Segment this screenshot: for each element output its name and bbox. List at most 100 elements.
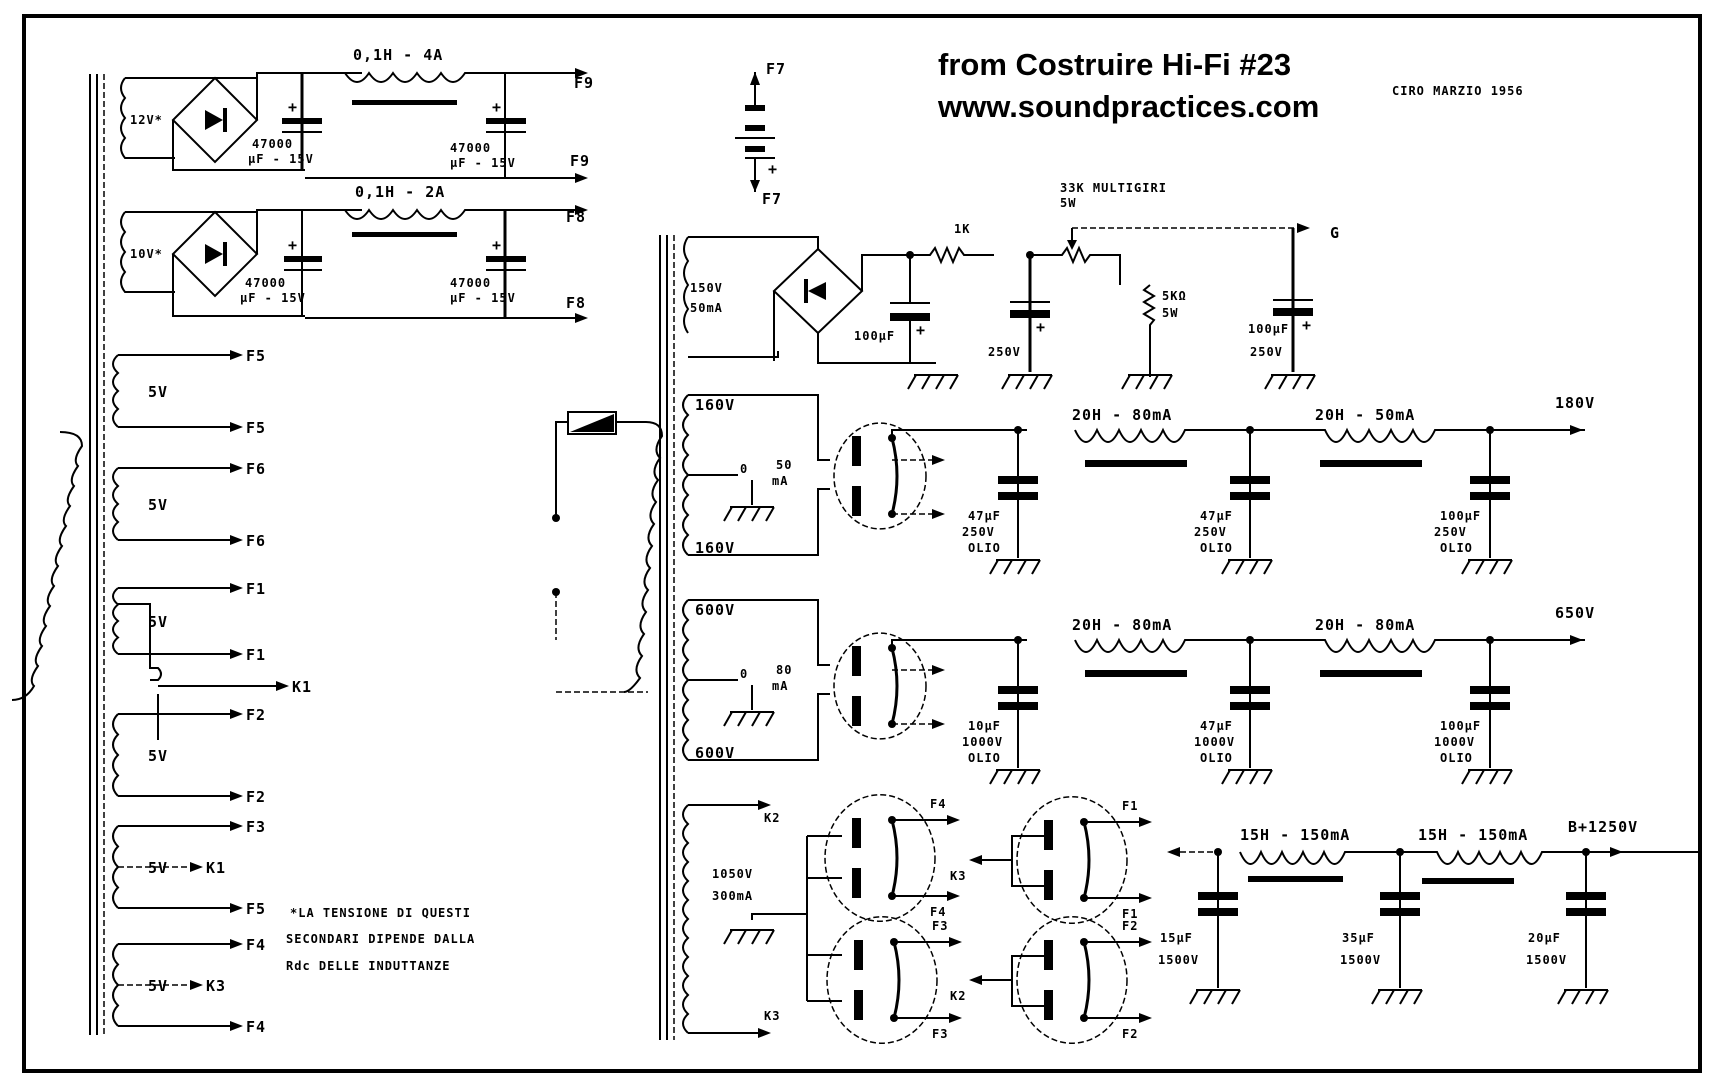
winding-bottom-label: 160V	[695, 539, 735, 557]
battery-top-label: F7	[766, 60, 786, 78]
anode	[852, 486, 861, 516]
arrow-icon	[230, 649, 243, 659]
heater-tap: F5	[246, 347, 266, 365]
ground-icon	[1189, 989, 1241, 1005]
hv-current: 300mA	[712, 889, 753, 903]
cap-type: OLIO	[1200, 751, 1233, 765]
tube-envelope	[833, 422, 927, 530]
ground-icon	[1121, 374, 1173, 390]
resistor-5k	[1142, 284, 1156, 377]
arrow-icon	[1139, 817, 1152, 827]
heater-voltage: 5V	[148, 496, 168, 514]
tube-fil-label: F3	[932, 919, 948, 933]
svg-text:+: +	[492, 98, 502, 116]
resistor-1k	[910, 245, 994, 265]
ground-icon	[1557, 989, 1609, 1005]
tube-fil-label: F4	[930, 905, 946, 919]
choke1-label: 20H - 80mA	[1072, 406, 1172, 424]
output-f9-neg: F9	[570, 152, 590, 170]
cap-voltage: 1500V	[1526, 953, 1567, 967]
anode	[1044, 870, 1053, 900]
cap-voltage: 250V	[1434, 525, 1467, 539]
heater-tap: F5	[246, 900, 266, 918]
arrow-icon	[230, 463, 243, 473]
tube-fil-label: F1	[1122, 907, 1138, 921]
filament	[890, 437, 899, 515]
svg-text:47000: 47000	[245, 276, 286, 290]
filament	[892, 941, 901, 1019]
cap-value: 47μF	[1200, 719, 1233, 733]
ct-label: K3	[206, 977, 226, 995]
ground-icon	[723, 929, 775, 945]
svg-text:μF - 15V: μF - 15V	[450, 291, 516, 305]
switch-contact-a	[552, 514, 560, 522]
svg-text:0: 0	[740, 667, 748, 681]
ground-icon	[907, 374, 959, 390]
filament	[1082, 941, 1091, 1019]
arrow-icon	[932, 719, 945, 729]
capacitor-icon	[998, 686, 1038, 694]
arrow-icon	[230, 903, 243, 913]
svg-text:μF - 15V: μF - 15V	[240, 291, 306, 305]
secondary-winding	[682, 599, 690, 761]
heater-tap: F6	[246, 532, 266, 550]
choke-1	[344, 71, 533, 83]
ground-icon	[723, 711, 775, 727]
svg-text:50: 50	[776, 458, 792, 472]
cap-value: 35μF	[1342, 931, 1375, 945]
anode	[852, 868, 861, 898]
ground-icon	[1001, 374, 1053, 390]
svg-text:+: +	[288, 98, 298, 116]
anode	[1044, 820, 1053, 850]
cap-voltage: 250V	[1194, 525, 1227, 539]
tube-envelope	[1016, 796, 1128, 924]
heater-winding	[112, 587, 120, 655]
winding-top-label: 600V	[695, 601, 735, 619]
svg-text:+: +	[916, 321, 926, 339]
arrow-icon	[947, 815, 960, 825]
svg-text:+: +	[768, 160, 778, 178]
tube-fil-label: F1	[1122, 799, 1138, 813]
svg-text:mA: mA	[772, 679, 788, 693]
filament	[1082, 821, 1091, 899]
arrow-icon	[969, 975, 982, 985]
anode	[852, 436, 861, 466]
cap-value: 20μF	[1528, 931, 1561, 945]
arrow-icon	[230, 709, 243, 719]
choke-2-label: 0,1H - 2A	[355, 183, 445, 201]
pot-watt: 5W	[1060, 196, 1076, 210]
tap-k2: K2	[764, 811, 780, 825]
arrow-icon	[969, 855, 982, 865]
pot-label: 33K MULTIGIRI	[1060, 181, 1167, 195]
cap-value: 47μF	[1200, 509, 1233, 523]
choke2-label: 15H - 150mA	[1418, 826, 1528, 844]
output-voltage: B+1250V	[1568, 818, 1638, 836]
svg-text:+: +	[1036, 318, 1046, 336]
heater-winding	[112, 943, 120, 1027]
secondary-10v: 10V*	[130, 247, 163, 261]
ground-icon	[1221, 769, 1273, 785]
author-note: CIRO MARZIO 1956	[1392, 84, 1524, 98]
arrow-icon	[758, 1028, 771, 1038]
arrow-icon	[230, 1021, 243, 1031]
supply-hv: K2K31050V300mAF4F4F1F1K3F3F3F2F2K215μF15…	[682, 794, 1702, 1044]
winding-bottom-label: 600V	[695, 744, 735, 762]
heater-voltage: 5V	[148, 613, 168, 631]
svg-text:47000: 47000	[252, 137, 293, 151]
heater-voltage: 5V	[148, 747, 168, 765]
svg-text:mA: mA	[772, 474, 788, 488]
choke1-label: 20H - 80mA	[1072, 616, 1172, 634]
svg-text:250V: 250V	[1250, 345, 1283, 359]
filament-supply-2: + 47000 μF - 15V 10V* 0,1H - 2A + 47000 …	[120, 183, 588, 323]
choke-1-label: 0,1H - 4A	[353, 46, 443, 64]
cap-type: OLIO	[1440, 541, 1473, 555]
cathode-label: K2	[950, 989, 966, 1003]
cap-type: OLIO	[1440, 751, 1473, 765]
arrow-icon	[947, 891, 960, 901]
cap-type: OLIO	[968, 751, 1001, 765]
capacitor-icon	[1470, 686, 1510, 694]
tube-envelope	[1016, 916, 1128, 1044]
heater-tap: F2	[246, 788, 266, 806]
arrow-icon	[1139, 1013, 1152, 1023]
